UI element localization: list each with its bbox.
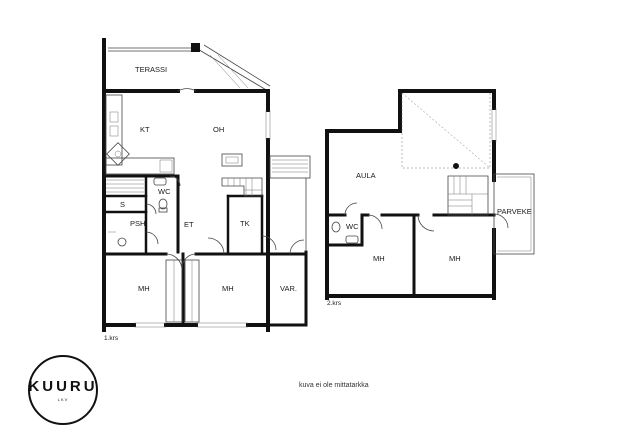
room-label-mh-2b: MH — [449, 254, 461, 263]
floor-2-plan — [325, 89, 535, 300]
sauna-bench — [106, 179, 144, 193]
floor-label-1: 1.krs — [104, 335, 119, 342]
room-label-var: VAR. — [280, 284, 297, 293]
room-label-mh-1a: MH — [138, 284, 150, 293]
room-label-oh: OH — [213, 125, 224, 134]
room-label-parveke: PARVEKE — [497, 207, 532, 216]
scale-note: kuva ei ole mittatarkka — [299, 382, 369, 389]
room-label-kt: KT — [140, 125, 150, 134]
terrace — [108, 43, 271, 92]
floor-label-2: 2.krs — [327, 300, 342, 307]
room-label-s: S — [120, 200, 125, 209]
stairs-floor-1 — [221, 177, 263, 197]
room-label-et: ET — [184, 220, 194, 229]
floor-1-plan — [102, 38, 311, 332]
fireplace — [221, 153, 243, 167]
logo-brand: KUURU — [28, 377, 98, 395]
room-label-psh: PSH — [130, 219, 145, 228]
room-label-terassi: TERASSI — [135, 65, 167, 74]
room-label-wc-1: WC — [158, 187, 171, 196]
logo-sub: LKV — [57, 396, 69, 402]
room-label-wc-2: WC — [346, 222, 359, 231]
kitchen-counter — [105, 94, 175, 175]
room-label-mh-1b: MH — [222, 284, 234, 293]
kuuru-logo: KUURU LKV — [28, 355, 98, 425]
light-fixture-icon — [453, 163, 459, 169]
room-label-tk: TK — [240, 219, 250, 228]
room-label-mh-2a: MH — [373, 254, 385, 263]
room-label-aula: AULA — [356, 171, 376, 180]
stairs-floor-2 — [447, 175, 489, 216]
